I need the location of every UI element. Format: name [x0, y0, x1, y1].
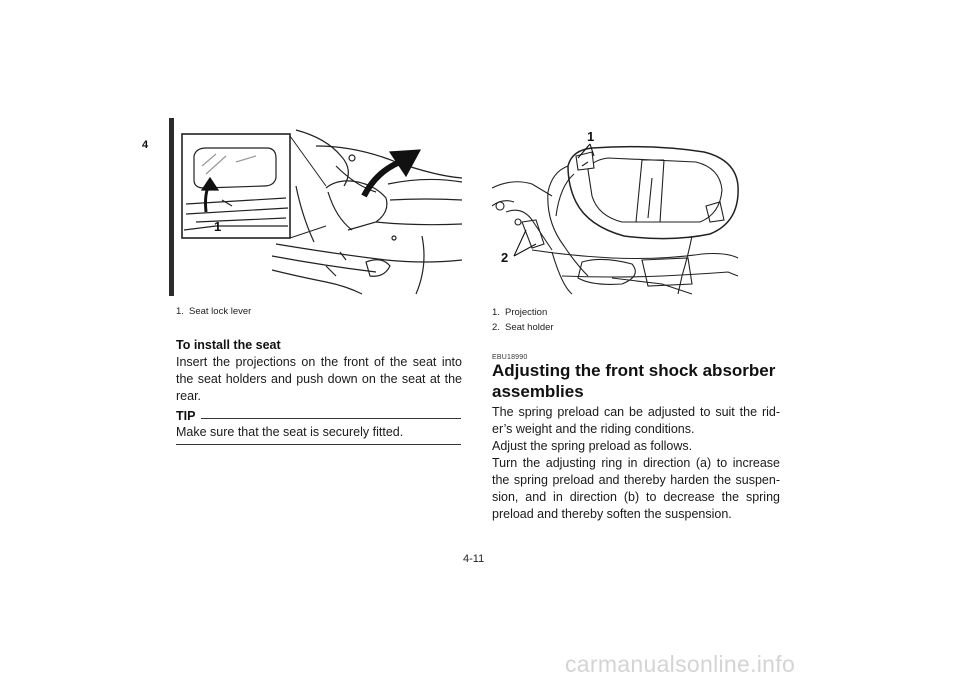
figure1-callout: 1 [214, 219, 221, 234]
chapter-tab-number: 4 [142, 139, 149, 151]
section-paragraph: The spring preload can be adjusted to su… [492, 405, 780, 521]
figure1-caption: 1.Seat lock lever [176, 306, 252, 317]
figure2-callout-1: 1 [587, 129, 594, 144]
seat-projection-holder-illustration: 1 2 [492, 129, 739, 295]
tip-text: Make sure that the seat is securely fitt… [176, 425, 404, 439]
figure2-callout-2: 2 [501, 250, 508, 265]
watermark: carmanualsonline.info [565, 651, 796, 677]
section-title: Adjusting the front shock absorber assem… [492, 361, 776, 401]
install-seat-paragraph: Insert the projections on the front of t… [176, 355, 462, 403]
seat-lock-lever-illustration: 1 [181, 129, 462, 295]
tip-label: TIP [176, 409, 196, 423]
chapter-tab [137, 118, 174, 296]
install-seat-heading: To install the seat [176, 338, 281, 352]
page-number: 4-11 [463, 553, 485, 565]
figure2-caption-1: 1.Projection [492, 307, 548, 318]
tip-rule-bottom [176, 444, 461, 445]
tip-rule-top [201, 418, 461, 419]
figure2-caption-2: 2.Seat holder [492, 322, 554, 333]
section-code: EBU18990 [492, 354, 528, 361]
